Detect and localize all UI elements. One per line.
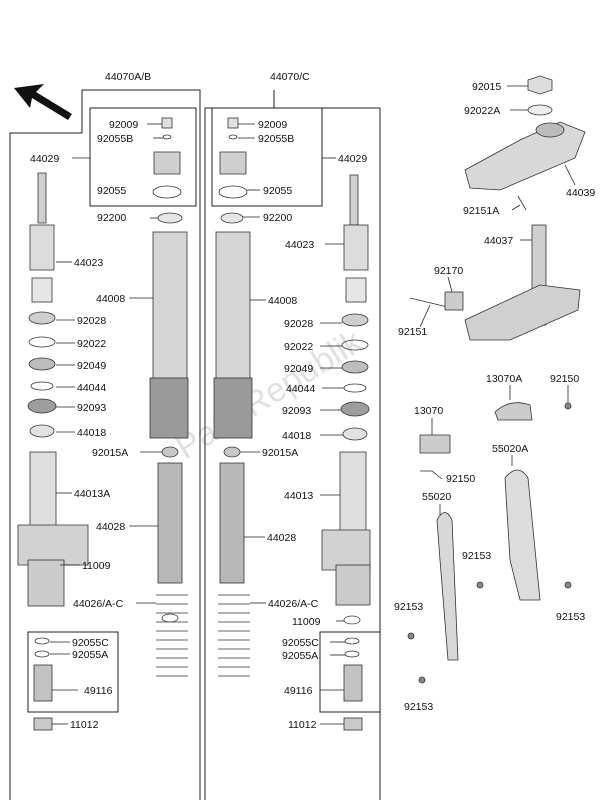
label-44039: 44039	[566, 187, 595, 199]
label-92093-right: 92093	[282, 405, 311, 417]
label-92055C-right: 92055C	[282, 637, 319, 649]
label-92170: 92170	[434, 265, 463, 277]
label-92150-top: 92150	[550, 373, 579, 385]
label-44023-left: 44023	[74, 257, 103, 269]
label-92055A-left: 92055A	[72, 649, 108, 661]
watermark: PartsRepublik	[169, 322, 369, 467]
front-direction-arrow-icon	[14, 84, 72, 120]
label-11009-left: 11009	[82, 560, 111, 572]
label-92022-left: 92022	[77, 338, 106, 350]
label-92150-mid: 92150	[446, 473, 475, 485]
label-55020: 55020	[422, 491, 451, 503]
label-92049-left: 92049	[77, 360, 106, 372]
label-92055C-left: 92055C	[72, 637, 109, 649]
right-fork-frame	[204, 90, 381, 800]
steering-parts	[409, 75, 586, 341]
left-fork-frame	[9, 89, 201, 800]
label-92093-left: 92093	[77, 402, 106, 414]
label-44029-left: 44029	[30, 153, 59, 165]
label-13070A: 13070A	[486, 373, 522, 385]
label-44028-right: 44028	[267, 532, 296, 544]
label-44029-right: 44029	[338, 153, 367, 165]
label-44018-right: 44018	[282, 430, 311, 442]
label-44044-left: 44044	[77, 382, 106, 394]
label-44026-right: 44026/A-C	[268, 598, 319, 610]
label-92055B-left: 92055B	[97, 133, 133, 145]
steering-labels: 92015 92022A 44039 92151A 44037 92170 92…	[398, 81, 595, 338]
label-92153-d: 92153	[404, 701, 433, 713]
label-92055A-right: 92055A	[282, 650, 318, 662]
label-44044-right: 44044	[286, 383, 315, 395]
label-92153-c: 92153	[556, 611, 585, 623]
label-92151A: 92151A	[463, 205, 499, 217]
leader-lines	[50, 85, 576, 725]
label-44008-left: 44008	[96, 293, 125, 305]
label-92055-right: 92055	[263, 185, 292, 197]
label-44028-left: 44028	[96, 521, 125, 533]
label-55020A: 55020A	[492, 443, 528, 455]
label-44008-right: 44008	[268, 295, 297, 307]
guard-parts	[407, 402, 572, 684]
label-92015A-right: 92015A	[262, 447, 298, 459]
label-92022-right: 92022	[284, 341, 313, 353]
label-92153-a: 92153	[462, 550, 491, 562]
label-11012-right: 11012	[288, 719, 317, 731]
label-44023-right: 44023	[285, 239, 314, 251]
label-49116-left: 49116	[84, 685, 113, 697]
label-44026-left: 44026/A-C	[73, 598, 124, 610]
left-labels: 92009 92055B 92055 44029 92200 44023 440…	[30, 119, 138, 731]
left-assembly-header: 44070A/B	[105, 71, 151, 83]
label-44037: 44037	[484, 235, 513, 247]
label-92028-right: 92028	[284, 318, 313, 330]
label-92015A-left: 92015A	[92, 447, 128, 459]
left-fork-parts	[17, 117, 189, 731]
guard-labels: 13070A 92150 13070 92150 55020A 55020 92…	[394, 373, 585, 713]
label-92015: 92015	[472, 81, 501, 93]
label-44013A-left: 44013A	[74, 488, 110, 500]
right-labels: 92009 92055B 92055 44029 92200 44023 440…	[258, 119, 367, 731]
label-92022A: 92022A	[464, 105, 500, 117]
right-fork-parts	[213, 117, 371, 731]
right-assembly-header: 44070/C	[270, 71, 310, 83]
label-92009-left: 92009	[109, 119, 138, 131]
label-92200-right: 92200	[263, 212, 292, 224]
label-44018-left: 44018	[77, 427, 106, 439]
label-13070: 13070	[414, 405, 443, 417]
label-92055-left: 92055	[97, 185, 126, 197]
label-49116-right: 49116	[284, 685, 313, 697]
label-92200-left: 92200	[97, 212, 126, 224]
label-92028-left: 92028	[77, 315, 106, 327]
label-92055B-right: 92055B	[258, 133, 294, 145]
label-44013-right: 44013	[284, 490, 313, 502]
label-11009-right: 11009	[292, 616, 321, 628]
label-92153-b: 92153	[394, 601, 423, 613]
label-11012-left: 11012	[70, 719, 99, 731]
label-92049-right: 92049	[284, 363, 313, 375]
label-92009-right: 92009	[258, 119, 287, 131]
label-92151: 92151	[398, 326, 427, 338]
